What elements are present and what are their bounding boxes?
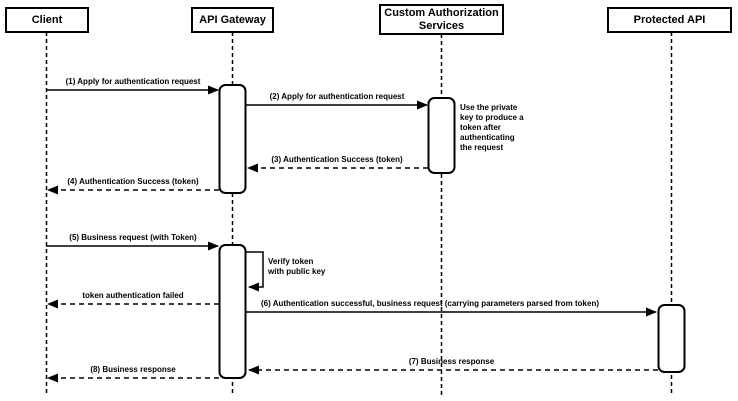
activation-bar-custom-auth [427,97,456,174]
self-message-loop [246,251,264,292]
actor-box-client [5,7,89,33]
activation-bar-api-gateway-2 [218,244,247,379]
activation-bar-api-gateway-1 [218,84,247,194]
actor-box-custom-auth [379,4,504,35]
actor-box-protected-api [607,7,732,33]
actor-box-api-gateway [191,7,274,33]
activation-bar-protected-api [657,304,686,373]
